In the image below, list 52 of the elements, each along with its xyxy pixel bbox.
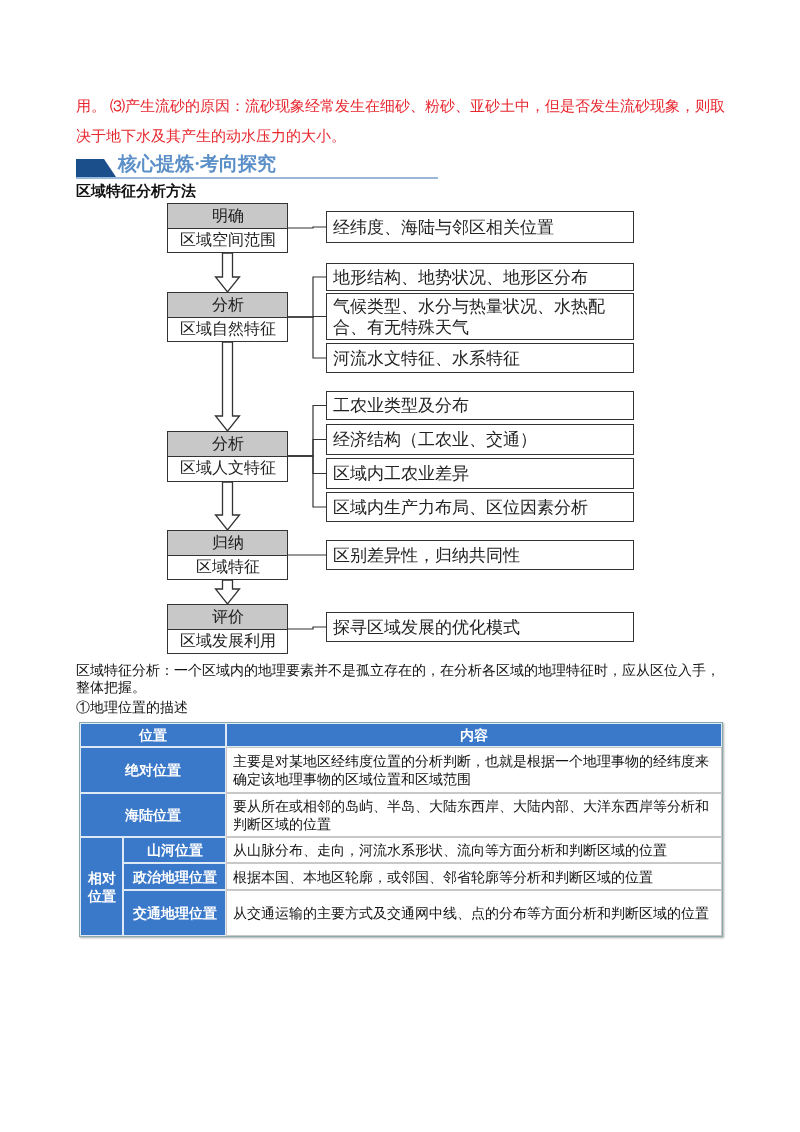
header-cell: 相对位置 [80, 837, 123, 936]
step-text: 区域自然特征 [178, 319, 277, 339]
header-cell: 内容 [226, 723, 722, 747]
table-cell: 从山脉分布、走向，河流水系形状、流向等方面分析和判断区域的位置 [226, 837, 722, 863]
connector-line [287, 554, 327, 556]
detail-box: 河流水文特征、水系特征 [326, 343, 634, 373]
step-header: 明确 [168, 204, 287, 229]
paragraph: 用。 ⑶产生流砂的原因：流砂现象经常发生在细砂、粉砂、亚砂土中，但是否发生流砂现象，则取决于地下水及其产生的动水压力的大小。 [76, 97, 726, 146]
hollow-arrow [214, 579, 241, 606]
step-text: 区域特征 [194, 557, 261, 577]
connector-line [287, 455, 327, 508]
detail-box: 经济结构（工农业、交通） [326, 424, 634, 455]
step-box [167, 604, 288, 654]
hollow-arrow [214, 252, 241, 294]
subheading: ①地理位置的描述 [76, 699, 189, 716]
table-cell: 要从所在或相邻的岛屿、半岛、大陆东西岸、大陆内部、大洋东西岸等分析和判断区域的位置 [226, 793, 722, 837]
table-cell: 根据本国、本地区轮廓，或邻国、邻省轮廓等分析和判断区域的位置 [226, 863, 722, 890]
detail-box: 工农业类型及分布 [326, 391, 634, 420]
step-box [167, 431, 288, 482]
detail-box: 区别差异性，归纳共同性 [326, 540, 634, 570]
detail-box: 气候类型、水分与热量状况、水热配合、有无特殊天气 [326, 293, 634, 340]
step-box [167, 292, 288, 342]
paragraph: 区域特征分析：一个区域内的地理要素并不是孤立存在的，在分析各区域的地理特征时，应从区位入手，整体把握。 [76, 662, 721, 696]
connector-line [287, 226, 327, 229]
detail-box: 区域内生产力布局、区位因素分析 [326, 492, 634, 522]
detail-box: 探寻区域发展的优化模式 [326, 612, 634, 642]
step-header: 分析 [168, 432, 287, 457]
header-cell: 山河位置 [123, 837, 226, 863]
header-cell: 交通地理位置 [123, 890, 226, 936]
step-text: 区域发展利用 [178, 631, 277, 651]
detail-box: 经纬度、海陆与邻区相关位置 [326, 211, 634, 243]
table-cell: 从交通运输的主要方式及交通网中线、点的分布等方面分析和判断区域的位置 [226, 890, 722, 936]
connector-line [287, 626, 327, 630]
detail-box: 地形结构、地势状况、地形区分布 [326, 263, 634, 291]
step-header: 归纳 [168, 531, 287, 556]
header-cell: 位置 [80, 723, 226, 747]
step-header: 分析 [168, 293, 287, 318]
step-box [167, 530, 288, 580]
diagram-title: 区域特征分析方法 [76, 182, 196, 201]
step-text: 区域人文特征 [178, 458, 277, 478]
header-cell: 政治地理位置 [123, 863, 226, 890]
section-heading: 核心提炼·考向探究 [118, 152, 277, 176]
step-box [167, 203, 288, 253]
header-cell: 绝对位置 [80, 747, 226, 793]
connector-line [287, 316, 327, 359]
step-text: 区域空间范围 [178, 230, 277, 250]
detail-box: 区域内工农业差异 [326, 458, 634, 489]
header-cell: 海陆位置 [80, 793, 226, 837]
step-header: 评价 [168, 605, 287, 630]
table-cell: 主要是对某地区经纬度位置的分析判断，也就是根据一个地理事物的经纬度来确定该地理事物的区域位置和区域范围 [226, 747, 722, 793]
hollow-arrow [214, 341, 241, 433]
hollow-arrow [214, 481, 241, 532]
